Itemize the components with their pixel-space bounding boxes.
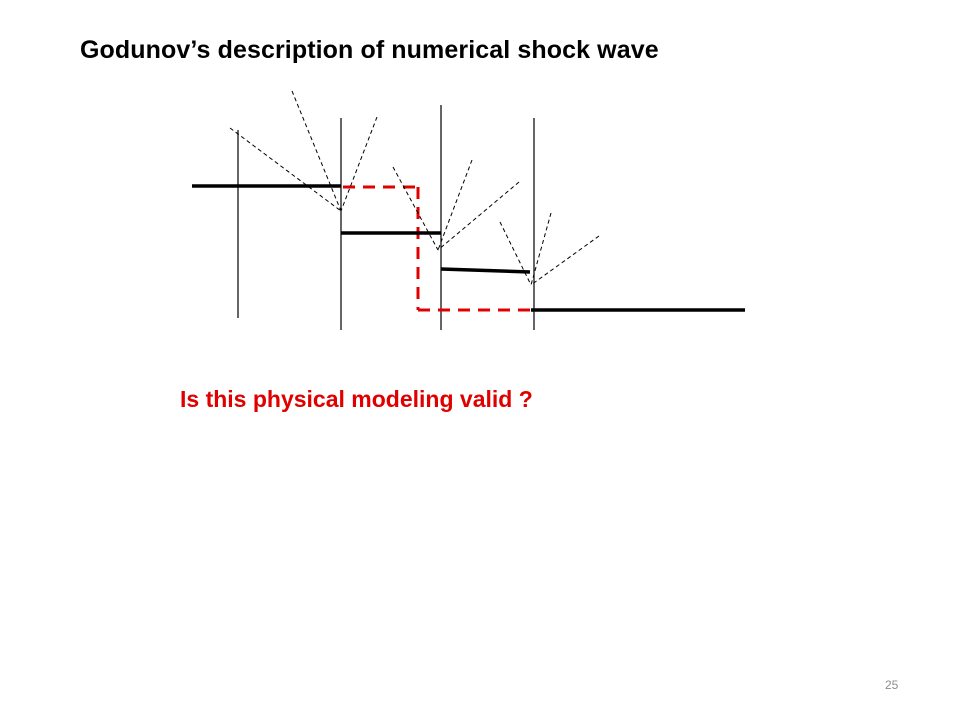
wave-line bbox=[530, 212, 552, 286]
wave-line bbox=[499, 221, 532, 286]
cell-boundaries bbox=[237, 105, 535, 330]
page-number: 25 bbox=[885, 678, 899, 692]
wave-line bbox=[229, 127, 342, 212]
step-states bbox=[192, 184, 745, 312]
wave-line bbox=[437, 181, 520, 251]
slide-title: Godunov’s description of numerical shock… bbox=[80, 36, 659, 64]
wave-line bbox=[530, 235, 600, 286]
wave-fans bbox=[229, 90, 600, 286]
wave-line bbox=[437, 159, 473, 251]
question-text: Is this physical modeling valid ? bbox=[180, 386, 533, 412]
step-segment bbox=[440, 267, 531, 274]
wave-line bbox=[392, 166, 439, 251]
wave-line bbox=[340, 116, 378, 212]
dashed-shock-box bbox=[343, 185, 531, 312]
wave-line bbox=[291, 90, 342, 212]
